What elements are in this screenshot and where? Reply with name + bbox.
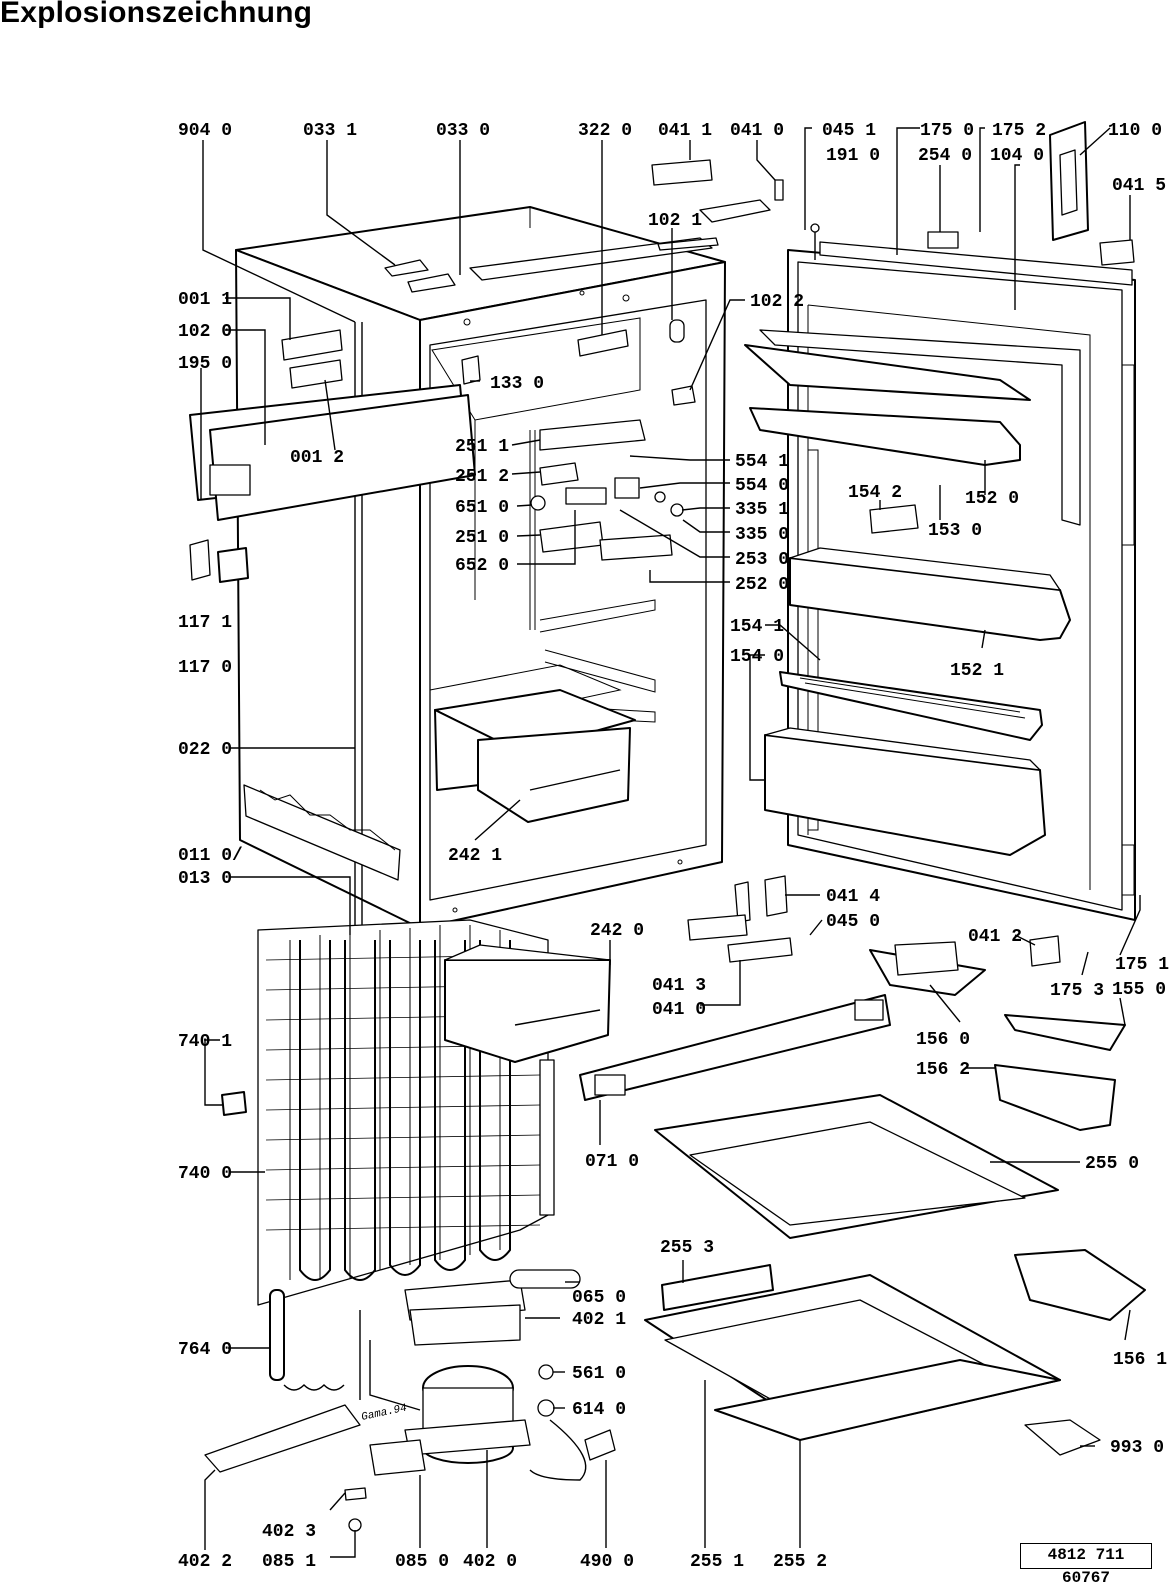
label-652-0: 652 0 <box>455 556 509 576</box>
label-156-1: 156 1 <box>1113 1350 1167 1370</box>
label-255-2: 255 2 <box>773 1552 827 1572</box>
label-402-1: 402 1 <box>572 1310 626 1330</box>
label-253-0: 253 0 <box>735 550 789 570</box>
label-242-0: 242 0 <box>590 921 644 941</box>
label-001-2: 001 2 <box>290 448 344 468</box>
label-102-1: 102 1 <box>648 211 702 231</box>
label-255-3: 255 3 <box>660 1238 714 1258</box>
label-255-0: 255 0 <box>1085 1154 1139 1174</box>
egg-and-butter-trays <box>869 941 1126 1131</box>
label-254-0: 254 0 <box>918 146 972 166</box>
label-102-0: 102 0 <box>178 322 232 342</box>
label-251-1: 251 1 <box>455 437 509 457</box>
label-402-2: 402 2 <box>178 1552 232 1572</box>
leader-lines <box>200 127 1141 1558</box>
label-011-0: 011 0/ <box>178 846 243 866</box>
label-255-1: 255 1 <box>690 1552 744 1572</box>
label-085-0: 085 0 <box>395 1552 449 1572</box>
label-561-0: 561 0 <box>572 1364 626 1384</box>
bracket-117 <box>189 539 249 583</box>
document-number: 4812 711 60767 <box>1020 1543 1152 1587</box>
label-110-0: 110 0 <box>1108 121 1162 141</box>
label-554-0: 554 0 <box>735 476 789 496</box>
label-152-1: 152 1 <box>950 661 1004 681</box>
label-022-0: 022 0 <box>178 740 232 760</box>
page-title: Explosionszeichnung <box>0 0 313 29</box>
label-041-5: 041 5 <box>1112 176 1166 196</box>
part-labels: 904 0 033 1 033 0 322 0 041 1 041 0 045 … <box>178 121 1169 1572</box>
label-993-0: 993 0 <box>1110 1438 1164 1458</box>
label-322-0: 322 0 <box>578 121 632 141</box>
label-065-0: 065 0 <box>572 1288 626 1308</box>
label-041-2: 041 2 <box>968 927 1022 947</box>
label-153-0: 153 0 <box>928 521 982 541</box>
label-102-2: 102 2 <box>750 292 804 312</box>
label-045-0: 045 0 <box>826 912 880 932</box>
light-assembly <box>530 419 684 561</box>
label-335-0: 335 0 <box>735 525 789 545</box>
label-904-0: 904 0 <box>178 121 232 141</box>
label-156-0: 156 0 <box>916 1030 970 1050</box>
label-402-0: 402 0 <box>463 1552 517 1572</box>
label-335-1: 335 1 <box>735 500 789 520</box>
label-045-1: 045 1 <box>822 121 876 141</box>
label-013-0: 013 0 <box>178 869 232 889</box>
label-764-0: 764 0 <box>178 1340 232 1360</box>
label-740-1: 740 1 <box>178 1032 232 1052</box>
label-041-3: 041 3 <box>652 976 706 996</box>
control-panel-cover <box>189 384 476 521</box>
bottom-hinges <box>687 875 1061 967</box>
base-plate <box>243 784 401 881</box>
label-740-0: 740 0 <box>178 1164 232 1184</box>
label-191-0: 191 0 <box>826 146 880 166</box>
label-041-0-lower: 041 0 <box>652 1000 706 1020</box>
glass-shelves <box>644 1094 1061 1441</box>
label-117-0: 117 0 <box>178 658 232 678</box>
label-033-1: 033 1 <box>303 121 357 141</box>
label-104-0: 104 0 <box>990 146 1044 166</box>
label-251-0: 251 0 <box>455 528 509 548</box>
drawing-note: Gama.94 <box>360 1403 408 1424</box>
label-402-3: 402 3 <box>262 1522 316 1542</box>
top-hinges <box>461 159 784 406</box>
label-614-0: 614 0 <box>572 1400 626 1420</box>
label-033-0: 033 0 <box>436 121 490 141</box>
door-assembly <box>744 121 1136 921</box>
label-155-0: 155 0 <box>1112 980 1166 1000</box>
label-154-0: 154 0 <box>730 647 784 667</box>
label-156-2: 156 2 <box>916 1060 970 1080</box>
label-071-0: 071 0 <box>585 1152 639 1172</box>
label-175-2: 175 2 <box>992 121 1046 141</box>
label-175-0: 175 0 <box>920 121 974 141</box>
label-195-0: 195 0 <box>178 354 232 374</box>
hinge-brackets <box>281 329 343 389</box>
label-175-1: 175 1 <box>1115 955 1169 975</box>
compressor <box>204 1269 616 1532</box>
label-490-0: 490 0 <box>580 1552 634 1572</box>
label-041-0: 041 0 <box>730 121 784 141</box>
label-154-1: 154 1 <box>730 617 784 637</box>
label-651-0: 651 0 <box>455 498 509 518</box>
label-175-3: 175 3 <box>1050 981 1104 1001</box>
crisper-drawers <box>434 689 636 1063</box>
label-085-1: 085 1 <box>262 1552 316 1572</box>
front-grille-strip <box>579 994 891 1101</box>
label-554-1: 554 1 <box>735 452 789 472</box>
label-252-0: 252 0 <box>735 575 789 595</box>
label-152-0: 152 0 <box>965 489 1019 509</box>
label-154-2: 154 2 <box>848 483 902 503</box>
label-041-1: 041 1 <box>658 121 712 141</box>
label-117-1: 117 1 <box>178 613 232 633</box>
label-242-1: 242 1 <box>448 846 502 866</box>
label-001-1: 001 1 <box>178 290 232 310</box>
label-041-4: 041 4 <box>826 887 880 907</box>
label-133-0: 133 0 <box>490 374 544 394</box>
label-251-2: 251 2 <box>455 467 509 487</box>
